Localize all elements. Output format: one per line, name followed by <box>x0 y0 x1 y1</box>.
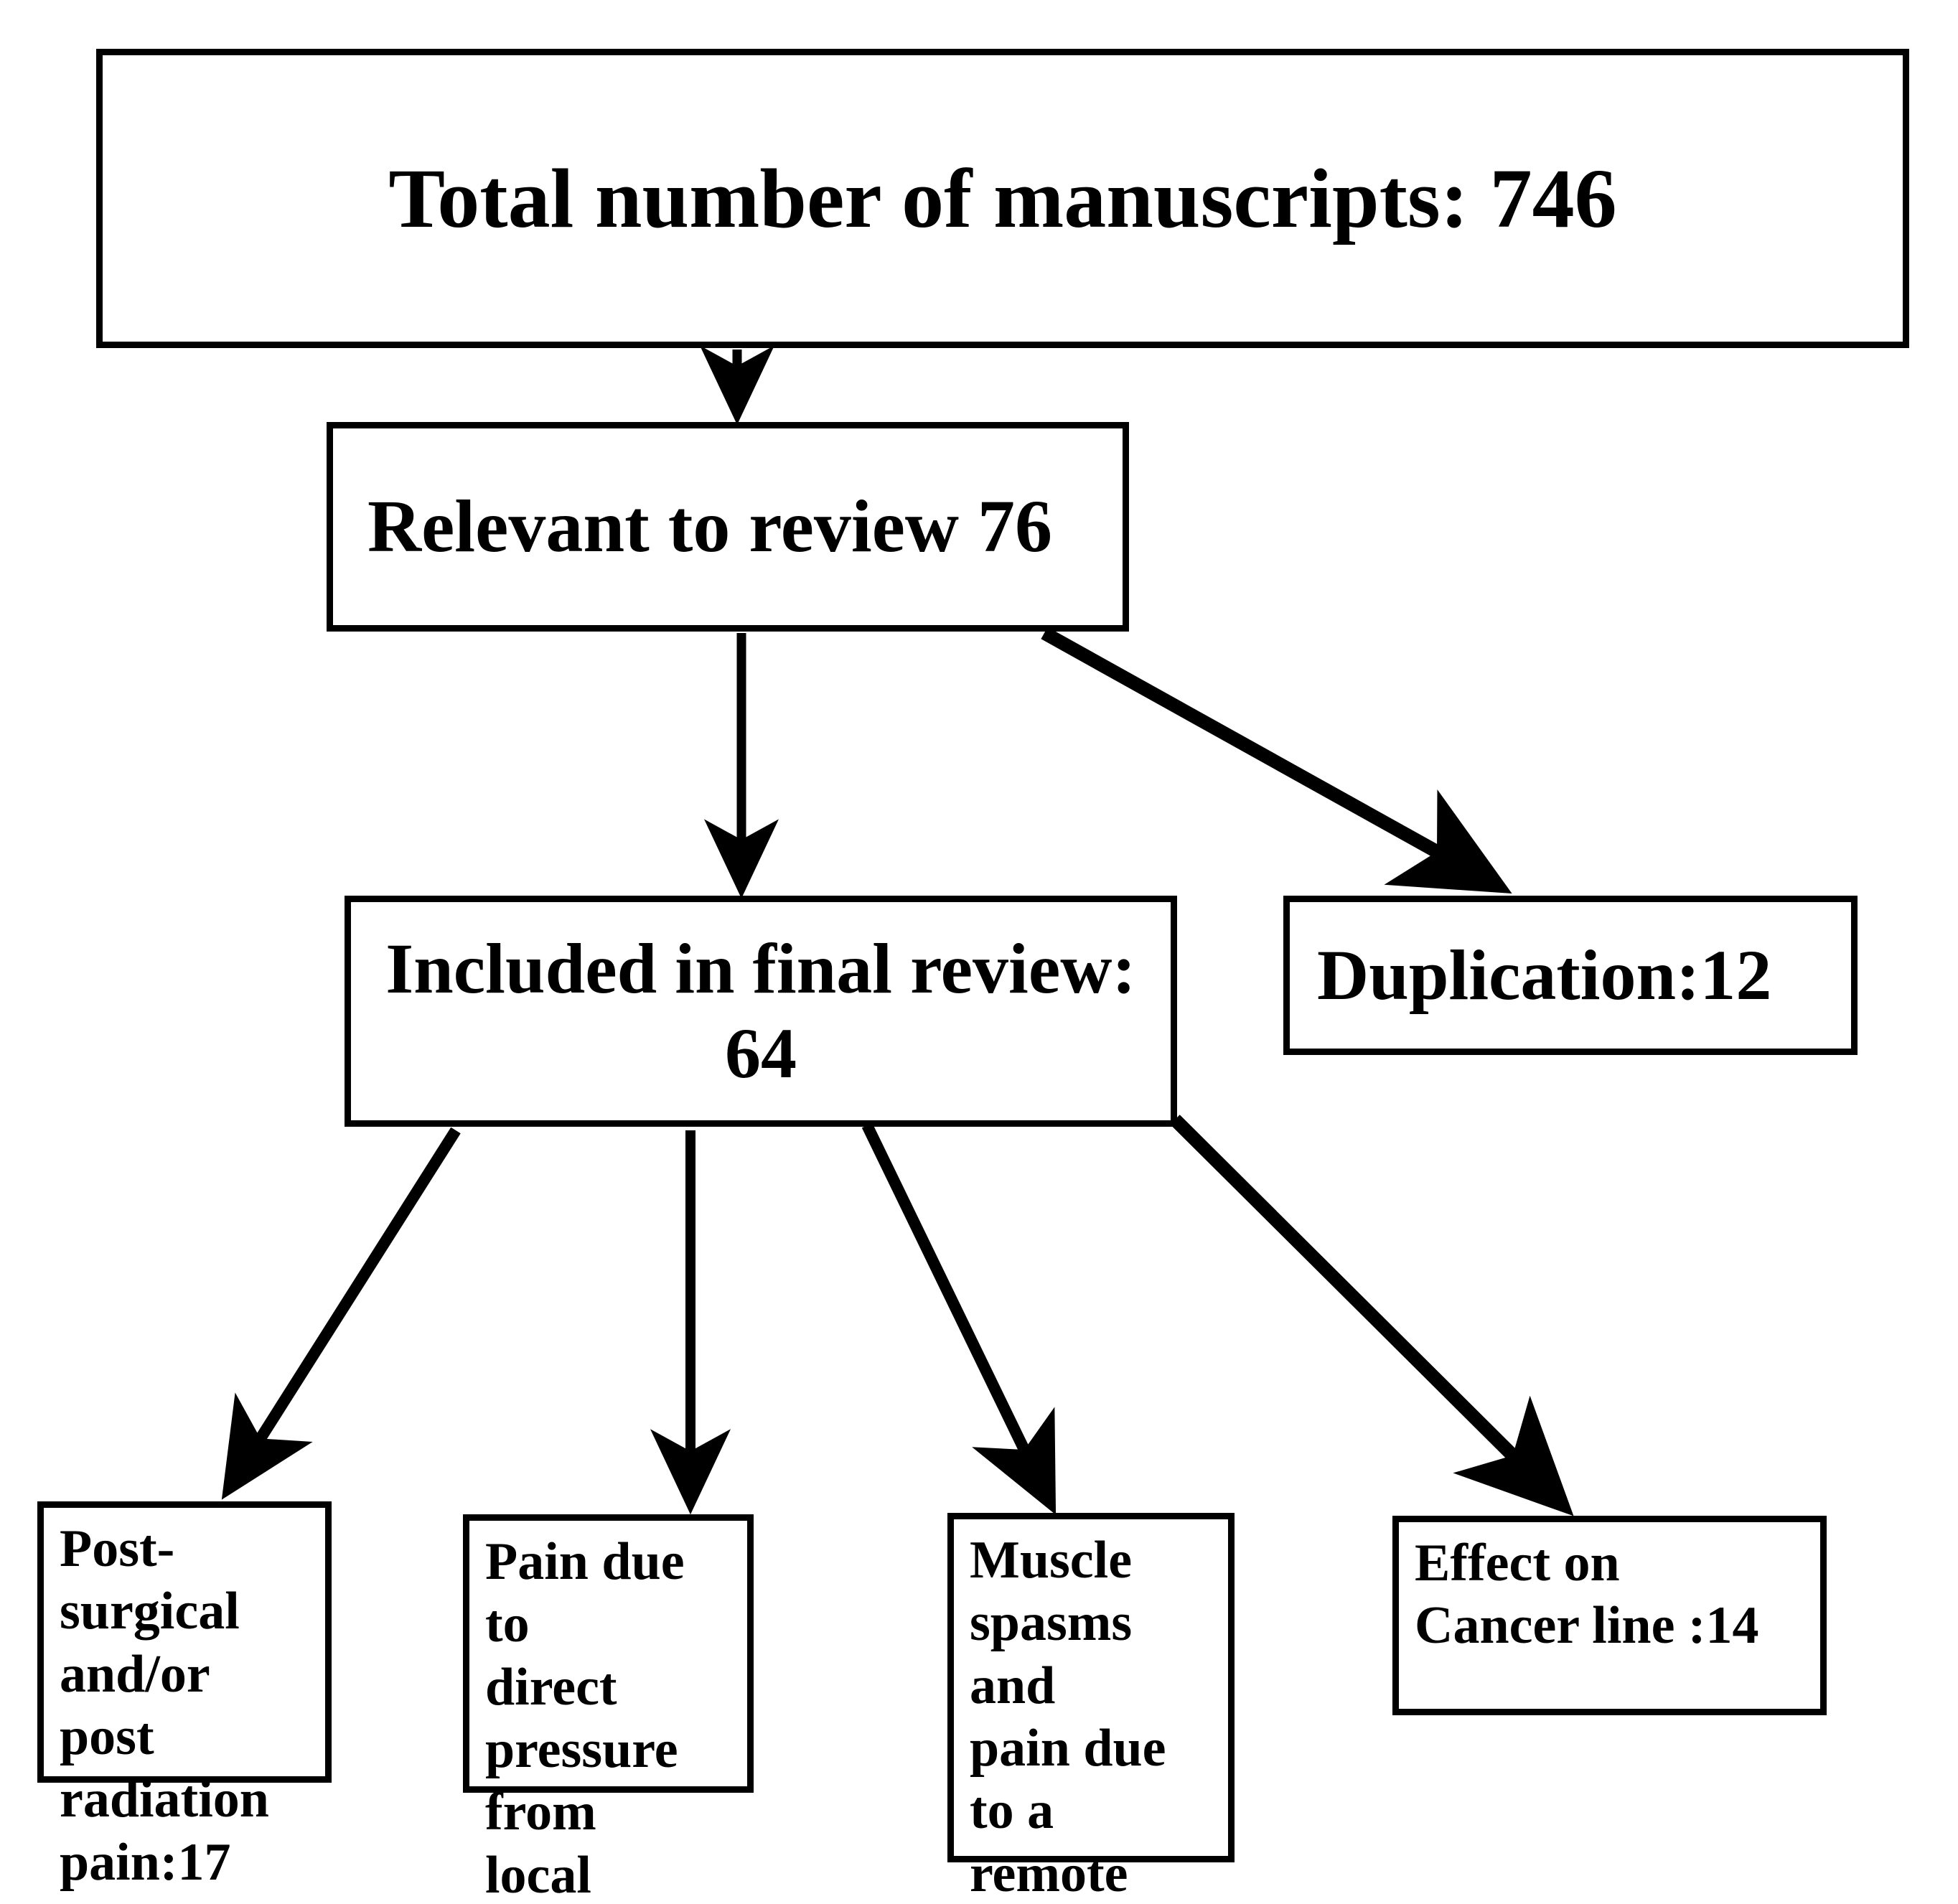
node-muscle-spasms-label: Muscle spasms and pain due to a remote m… <box>970 1531 1166 1903</box>
edge-included-to-muscle-spasms <box>861 1122 1057 1515</box>
node-post-surgical-pain[interactable]: Post-surgical and/or post radiation pain… <box>37 1501 332 1892</box>
node-post-surgical-pain-label: Post-surgical and/or post radiation pain… <box>60 1519 269 1892</box>
node-direct-pressure-pain-label: Pain due to direct pressure from local c… <box>485 1532 685 1904</box>
edge-included-to-post-surgical <box>221 1127 461 1500</box>
node-relevant-to-review[interactable]: Relevant to review 76 <box>327 422 1129 632</box>
node-relevant-to-review-label: Relevant to review 76 <box>367 484 1053 568</box>
node-direct-pressure-pain[interactable]: Pain due to direct pressure from local c… <box>463 1514 754 1904</box>
edge-included-to-cancer-line <box>1170 1115 1574 1516</box>
node-effect-on-cancer-line[interactable]: Effect on Cancer line :14 <box>1392 1516 1827 1715</box>
node-total-manuscripts[interactable]: Total number of manuscripts: 746 <box>96 49 1909 348</box>
node-included-final-review-label: Included in final review: 64 <box>385 929 1136 1093</box>
node-duplication-label: Duplication:12 <box>1317 935 1772 1015</box>
node-effect-on-cancer-line-label: Effect on Cancer line :14 <box>1415 1534 1759 1656</box>
edge-relevant-to-duplication <box>1041 627 1512 894</box>
node-muscle-spasms[interactable]: Muscle spasms and pain due to a remote m… <box>947 1513 1235 1903</box>
node-included-final-review[interactable]: Included in final review: 64 <box>345 896 1177 1127</box>
node-total-manuscripts-label: Total number of manuscripts: 746 <box>388 151 1617 245</box>
node-duplication[interactable]: Duplication:12 <box>1283 896 1858 1055</box>
